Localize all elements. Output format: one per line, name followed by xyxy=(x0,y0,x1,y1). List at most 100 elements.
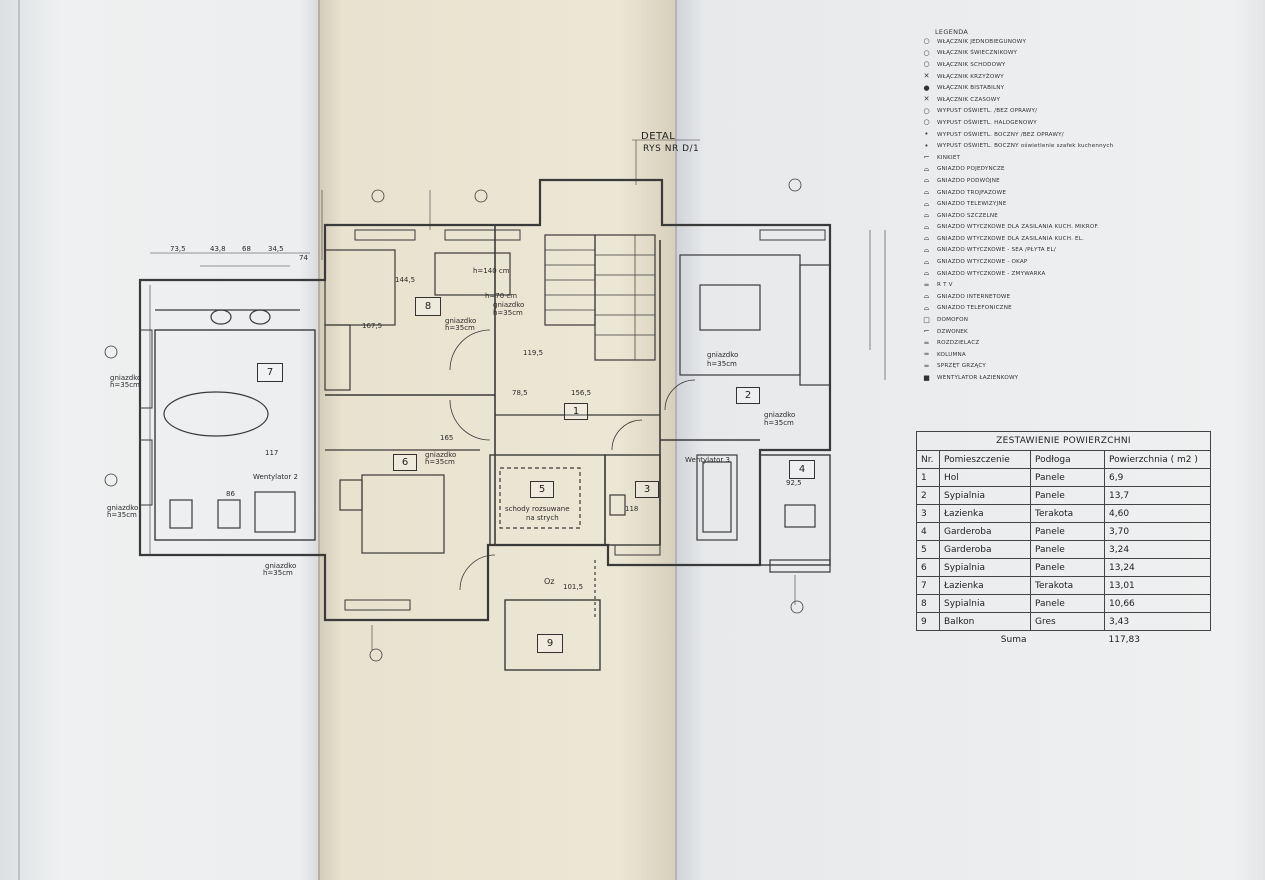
detail-title: DETAL xyxy=(641,131,676,142)
legend-item: ○ WŁĄCZNIK SCHODOWY xyxy=(922,59,1152,71)
table-cell: Panele xyxy=(1030,468,1105,487)
dimension-label: 156,5 xyxy=(571,389,592,397)
legend-item-label: WYPUST OŚWIETL. /BEZ OPRAWY/ xyxy=(937,108,1038,115)
note-socket: gniazdko xyxy=(265,562,297,570)
room-number-4: 4 xyxy=(789,460,815,479)
room-number-6: 6 xyxy=(393,454,417,471)
note-height: h=70 cm xyxy=(485,292,518,300)
paper-fold xyxy=(318,0,320,880)
legend-item-label: GNIAZDO TELEFONICZNE xyxy=(937,305,1012,312)
table-cell: 6 xyxy=(916,558,940,577)
legend-item: ⌓GNIAZDO INTERNETOWE xyxy=(922,291,1152,303)
table-cell: 3 xyxy=(916,504,940,523)
note-height: h=35cm xyxy=(107,511,137,519)
filled-square-icon: ■ xyxy=(923,373,930,382)
legend-item-label: SPRZĘT GRZĄCY xyxy=(937,363,986,370)
legend-item-label: WŁĄCZNIK CZASOWY xyxy=(937,96,1001,103)
legend-item: ⌐DZWONEK xyxy=(922,326,1152,338)
circle-icon: ○ xyxy=(923,118,930,127)
dimension-label: 74 xyxy=(299,254,308,262)
paper-fold xyxy=(18,0,20,880)
legend-item: ⌓GNIAZDO SZCZELNE xyxy=(922,210,1152,222)
table-cell: Łazienka xyxy=(939,504,1031,523)
room-number-5: 5 xyxy=(530,481,554,498)
filled-circle-icon: ● xyxy=(923,83,930,92)
legend-items: ○WŁĄCZNIK JEDNOBIEGUNOWY○WŁĄCZNIK ŚWIECZ… xyxy=(922,36,1152,384)
dimension-label: 101,5 xyxy=(563,583,584,591)
note-socket: gniazdko xyxy=(764,411,796,419)
legend-item: ═KOLUMNA xyxy=(922,349,1152,361)
dimension-label: 78,5 xyxy=(512,389,528,397)
table-cell: 3,24 xyxy=(1104,540,1211,559)
table-cell: Terakota xyxy=(1030,576,1105,595)
legend-item-label: WŁĄCZNIK KRZYŻOWY xyxy=(937,73,1004,80)
cross-icon: ✕ xyxy=(923,72,930,81)
dimension-label: 144,5 xyxy=(395,276,416,284)
table-cell: 4,60 xyxy=(1104,504,1211,523)
legend-item-label: WŁĄCZNIK SCHODOWY xyxy=(937,61,1006,68)
table-header: Nr. xyxy=(916,450,940,469)
table-cell: Panele xyxy=(1030,540,1105,559)
table-cell xyxy=(917,631,940,649)
note-height: h=35cm xyxy=(764,419,794,427)
dimension-label: 165 xyxy=(440,434,454,442)
legend-item-label: R T V xyxy=(937,282,953,289)
socket-icon: ⌓ xyxy=(923,257,930,266)
table-cell: 13,7 xyxy=(1104,486,1211,505)
note-socket: gniazdko xyxy=(107,504,139,512)
room-number-1: 1 xyxy=(564,403,588,420)
table-cell: 3,70 xyxy=(1104,522,1211,541)
table-caption: ZESTAWIENIE POWIERZCHNI xyxy=(916,431,1211,451)
legend-item: ⌓GNIAZDO TELEFONICZNE xyxy=(922,303,1152,315)
legend-item-label: WENTYLATOR ŁAZIENKOWY xyxy=(937,375,1019,382)
note-height: h=35cm xyxy=(110,381,140,389)
note-height: h=35cm xyxy=(493,309,523,317)
legend-item: ⌓GNIAZDO WTYCZKOWE - ZMYWARKA xyxy=(922,268,1152,280)
socket-icon: ⌓ xyxy=(923,211,930,220)
note-height: h=35cm xyxy=(263,569,293,577)
table-cell xyxy=(1031,631,1105,649)
room-number-3: 3 xyxy=(635,481,659,498)
legend-item-label: GNIAZDO POJEDYNCZE xyxy=(937,166,1005,173)
legend-item-label: WŁĄCZNIK BISTABILNY xyxy=(937,85,1005,92)
table-header: Podłoga xyxy=(1030,450,1105,469)
legend-item-label: WYPUST OŚWIETL. BOCZNY oświetlenie szafe… xyxy=(937,143,1114,150)
dot-icon: • xyxy=(924,130,929,139)
legend-item-label: KOLUMNA xyxy=(937,351,966,358)
legend-item-label: WŁĄCZNIK JEDNOBIEGUNOWY xyxy=(937,38,1027,45)
legend-item: ○WŁĄCZNIK ŚWIECZNIKOWY xyxy=(922,48,1152,60)
socket-icon: ⌓ xyxy=(923,199,930,208)
legend-item-label: DZWONEK xyxy=(937,328,968,335)
legend-item-label: GNIAZDO WTYCZKOWE - ZMYWARKA xyxy=(937,270,1046,277)
hook-icon: ⌐ xyxy=(923,153,930,162)
note-socket: gniazdko xyxy=(493,301,525,309)
circle-icon: ○ xyxy=(923,60,930,69)
table-cell: 9 xyxy=(916,612,940,631)
room-number-8: 8 xyxy=(415,297,441,316)
legend-item: ⌓GNIAZDO TELEWIZYJNE xyxy=(922,198,1152,210)
paper-middle-panel xyxy=(318,0,675,880)
socket-icon: ⌓ xyxy=(923,222,930,231)
table-cell: 10,66 xyxy=(1104,594,1211,613)
sum-label: Suma xyxy=(1000,634,1027,645)
table-cell: Terakota xyxy=(1030,504,1105,523)
legend-item: •WYPUST OŚWIETL. BOCZNY /BEZ OPRAWY/ xyxy=(922,129,1152,141)
legend: LEGENDA ○WŁĄCZNIK JEDNOBIEGUNOWY○WŁĄCZNI… xyxy=(922,28,1152,384)
note-height: h=35cm xyxy=(425,458,455,466)
table-cell: Panele xyxy=(1030,558,1105,577)
legend-item: ○WŁĄCZNIK JEDNOBIEGUNOWY xyxy=(922,36,1152,48)
legend-item: ⌓ GNIAZDO WTYCZKOWE DLA ZASILANIA KUCH. M… xyxy=(922,222,1152,234)
legend-item: ○WYPUST OŚWIETL. HALOGENOWY xyxy=(922,117,1152,129)
dimension-label: 167,5 xyxy=(362,322,383,330)
fan-label: Wentylator 3 xyxy=(685,456,730,464)
table-header: Pomieszczenie xyxy=(939,450,1031,469)
area-summary-table: ZESTAWIENIE POWIERZCHNI Nr. Pomieszczeni… xyxy=(916,431,1211,648)
legend-item-label: DOMOFON xyxy=(937,317,969,324)
legend-item-label: GNIAZDO WTYCZKOWE DLA ZASILANIA KUCH. MI… xyxy=(937,224,1099,231)
dimension-label: 34,5 xyxy=(268,245,284,253)
bar-icon: ═ xyxy=(924,338,929,347)
legend-item: ■ WENTYLATOR ŁAZIENKOWY xyxy=(922,372,1152,384)
